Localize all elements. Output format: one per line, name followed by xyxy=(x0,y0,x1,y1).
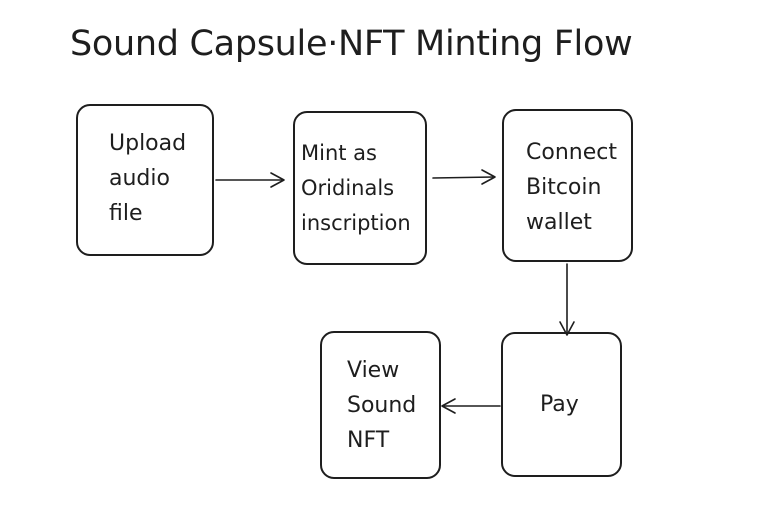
step-view-label: View Sound NFT xyxy=(347,353,416,458)
step-connect-line-2: Bitcoin xyxy=(526,175,602,200)
diagram-title: Sound Capsule·NFT Minting Flow xyxy=(70,24,633,64)
step-mint-line-2: Oridinals xyxy=(301,176,395,200)
step-mint-label: Mint as Oridinals inscription xyxy=(301,136,411,241)
step-view-line-1: View xyxy=(347,358,400,383)
arrow-mint-to-connect xyxy=(432,169,496,185)
step-mint-line-3: inscription xyxy=(301,211,411,235)
step-mint-line-1: Mint as xyxy=(301,141,377,165)
step-upload-line-3: file xyxy=(109,201,143,226)
step-upload-line-1: Upload xyxy=(109,131,187,156)
step-connect-line-1: Connect xyxy=(526,140,617,165)
step-mint-box[interactable] xyxy=(293,111,427,265)
step-pay-line-1: Pay xyxy=(540,392,579,417)
step-upload-box[interactable] xyxy=(76,104,214,256)
step-pay-label: Pay xyxy=(540,387,579,422)
step-pay-box[interactable] xyxy=(501,332,622,477)
step-connect-box[interactable] xyxy=(502,109,633,262)
step-view-box[interactable] xyxy=(320,331,441,479)
step-connect-label: Connect Bitcoin wallet xyxy=(526,135,617,240)
arrow-upload-to-mint xyxy=(215,172,285,188)
step-view-line-3: NFT xyxy=(347,428,390,453)
arrow-pay-to-view xyxy=(441,398,501,414)
arrow-connect-to-pay xyxy=(559,263,575,336)
step-view-line-2: Sound xyxy=(347,393,417,418)
step-upload-line-2: audio xyxy=(109,166,170,191)
step-upload-label: Upload audio file xyxy=(109,126,186,231)
step-connect-line-3: wallet xyxy=(526,210,592,235)
